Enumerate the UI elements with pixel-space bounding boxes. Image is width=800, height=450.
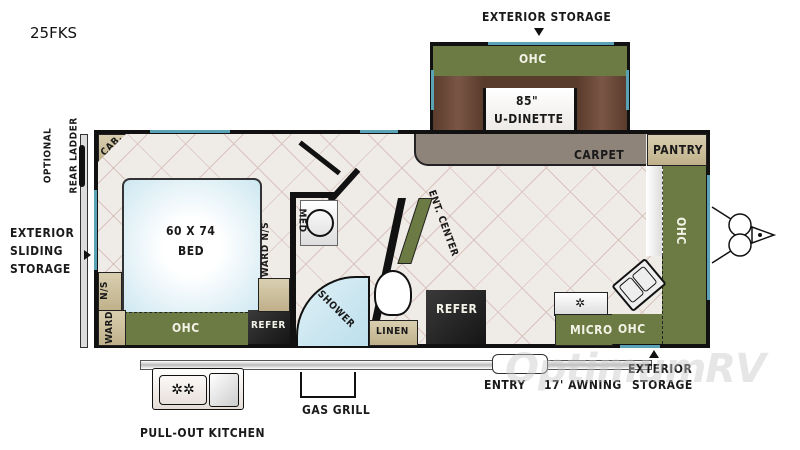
dinette-size-label: 85" xyxy=(516,94,539,108)
shower-label: SHOWER xyxy=(315,288,357,331)
carpet-overlay xyxy=(414,134,646,166)
linen-label: LINEN xyxy=(376,326,409,337)
bath-wall-left xyxy=(290,192,296,348)
exterior-sliding-label-3: STORAGE xyxy=(10,262,71,276)
stove: ✲ xyxy=(554,292,608,316)
refer-main-label: REFER xyxy=(436,302,478,316)
cooktop-burner-icon: ✲✲ xyxy=(159,375,207,405)
window-rear xyxy=(94,190,97,270)
rear-ladder xyxy=(79,145,85,187)
gas-grill xyxy=(300,372,356,398)
arrow-right-icon xyxy=(84,250,91,260)
awning-rail xyxy=(140,360,652,370)
ns-left: N/S xyxy=(98,272,122,312)
bed-ohc-label: OHC xyxy=(172,321,200,335)
carpet-label-2: CARPET xyxy=(574,148,625,162)
refrigerator-main: REFER xyxy=(426,290,486,344)
optional-label: OPTIONAL xyxy=(42,127,54,184)
rear-ladder-label: REAR LADDER xyxy=(68,117,80,194)
lav-sink xyxy=(300,200,338,246)
entry-label: ENTRY xyxy=(484,378,526,392)
med-label: MED xyxy=(296,208,308,233)
window-front xyxy=(707,175,710,300)
ns-left-label: N/S xyxy=(98,281,110,300)
exterior-storage-top-label: EXTERIOR STORAGE xyxy=(482,10,612,24)
exterior-sliding-label-2: SLIDING xyxy=(10,244,64,258)
kitchen-ohc-label: OHC xyxy=(618,322,646,336)
exterior-storage-bottom-label-1: EXTERIOR xyxy=(628,362,693,376)
bed: 60 X 74 BED xyxy=(122,178,262,316)
pull-out-kitchen: ✲✲ xyxy=(152,368,244,410)
window-kitchen-bottom xyxy=(620,345,660,348)
ward-left-label: WARD xyxy=(103,311,115,344)
ward-ns-right xyxy=(258,278,290,312)
kitchen-ohc: OHC xyxy=(612,314,662,344)
gas-grill-label: GAS GRILL xyxy=(302,403,371,417)
model-name: 25FKS xyxy=(30,24,78,42)
front-ohc-label: OHC xyxy=(673,217,688,245)
arrow-up-icon xyxy=(649,350,659,358)
pull-out-kitchen-label: PULL-OUT KITCHEN xyxy=(140,426,266,440)
outdoor-sink xyxy=(209,373,239,407)
rear-bumper xyxy=(80,134,88,348)
window-rear-top xyxy=(150,130,230,133)
arrow-down-icon xyxy=(534,28,544,36)
window-dinette-right xyxy=(626,70,629,110)
exterior-storage-bottom-label-2: STORAGE xyxy=(632,378,693,392)
ward-ns-right-label: WARD N/S xyxy=(260,221,272,278)
micro-label: MICRO xyxy=(570,323,613,337)
dinette-name-label: U-DINETTE xyxy=(494,112,564,126)
bed-name-label: BED xyxy=(178,244,205,258)
entry-step xyxy=(492,354,548,374)
toilet xyxy=(374,270,412,316)
front-counter xyxy=(646,166,663,256)
bed-size-label: 60 X 74 xyxy=(166,224,216,238)
bed-ohc: OHC xyxy=(124,312,248,345)
refer-bed-label: REFER xyxy=(251,320,286,331)
dinette-seat-back xyxy=(483,76,577,88)
pantry-label: PANTRY xyxy=(653,143,704,157)
front-ohc: OHC xyxy=(662,166,706,344)
awning-label: 17' AWNING xyxy=(544,378,622,392)
hitch xyxy=(710,205,780,265)
window-dinette-left xyxy=(431,70,434,110)
micro: MICRO xyxy=(555,314,613,346)
exterior-sliding-label-1: EXTERIOR xyxy=(10,226,75,240)
window-dinette xyxy=(488,42,614,45)
ohc-dinette-label: OHC xyxy=(519,52,547,66)
ohc-dinette: OHC xyxy=(433,46,627,76)
refrigerator-bedroom: REFER xyxy=(248,310,290,344)
ward-left: WARD xyxy=(98,310,126,346)
pantry: PANTRY xyxy=(647,134,707,166)
linen: LINEN xyxy=(369,320,418,346)
bath-wall-top xyxy=(290,192,334,198)
burner-icon: ✲ xyxy=(575,296,586,310)
window-bath-top xyxy=(360,130,398,133)
watermark-logo: OptimumRV xyxy=(505,346,766,392)
